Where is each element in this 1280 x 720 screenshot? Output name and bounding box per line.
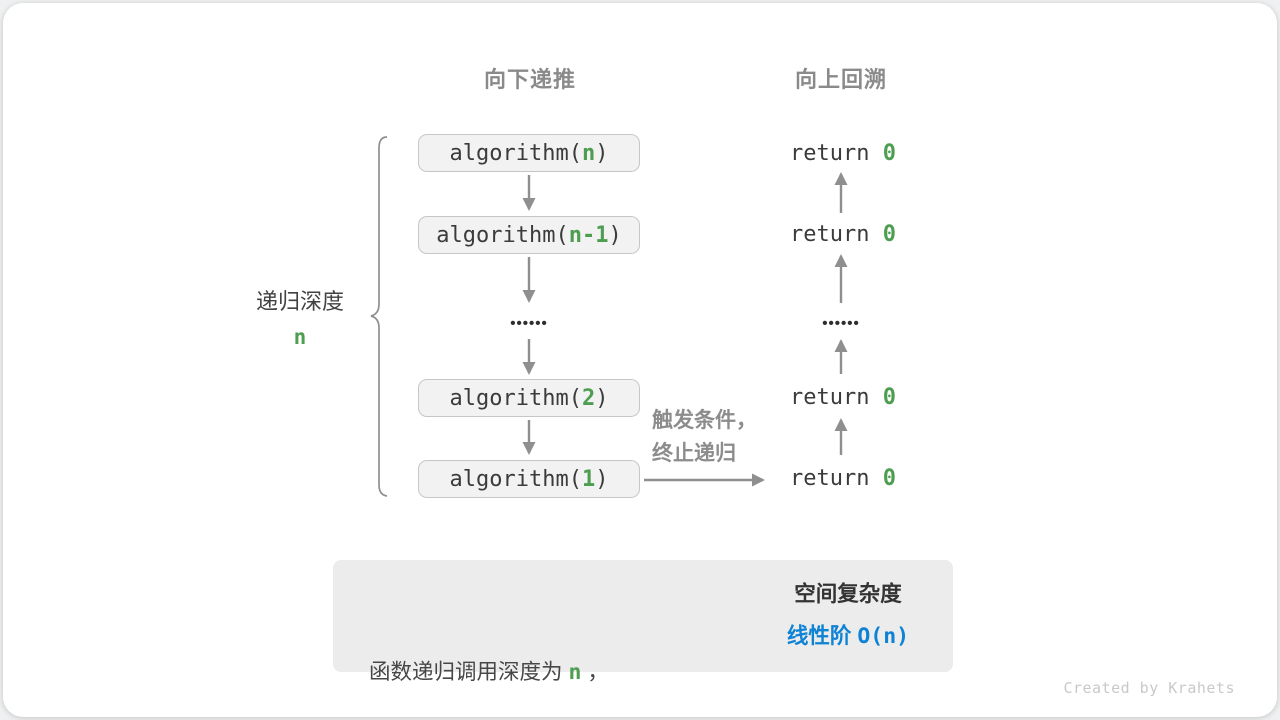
call-box-1: algorithm(1) xyxy=(418,460,640,498)
return-statement: return 0 xyxy=(790,383,896,411)
summary-text: 函数递归调用深度为 xyxy=(369,660,569,684)
return-value: 0 xyxy=(882,465,896,491)
summary-panel xyxy=(333,560,953,672)
summary-line1: 函数递归调用深度为 n ， xyxy=(369,653,609,692)
return-value: 0 xyxy=(882,384,896,410)
complexity-value: 线性阶 O(n) xyxy=(743,619,953,650)
return-keyword: return xyxy=(790,140,883,166)
call-box-n: algorithm(n) xyxy=(418,134,640,172)
backtrack-ellipsis: •••••• xyxy=(822,314,860,332)
base-case-line2: 终止递归 xyxy=(652,442,736,465)
call-arg: 2 xyxy=(581,385,596,411)
return-statement: return 0 xyxy=(790,464,896,492)
summary-result: 空间复杂度 线性阶 O(n) xyxy=(743,577,953,650)
call-close: ) xyxy=(595,140,609,166)
base-case-label: 触发条件， 终止递归 xyxy=(652,404,757,470)
call-close: ) xyxy=(595,385,609,411)
call-fn: algorithm( xyxy=(436,222,569,248)
return-keyword: return xyxy=(790,384,883,410)
return-value: 0 xyxy=(882,140,896,166)
recursion-ellipsis: •••••• xyxy=(510,314,548,332)
heading-recurse-down: 向下递推 xyxy=(483,67,576,92)
call-fn: algorithm( xyxy=(449,466,582,492)
return-statement: return 0 xyxy=(790,139,896,167)
call-close: ) xyxy=(608,222,622,248)
depth-label-group: 递归深度 n xyxy=(220,284,380,349)
call-fn: algorithm( xyxy=(449,140,582,166)
heading-backtrack-up: 向上回溯 xyxy=(794,67,887,92)
complexity-order: 线性阶 xyxy=(786,624,858,648)
call-box-n-1: algorithm(n-1) xyxy=(418,216,640,254)
call-arg: n xyxy=(581,140,596,166)
return-statement: return 0 xyxy=(790,220,896,248)
depth-value: n xyxy=(293,325,307,349)
complexity-title: 空间复杂度 xyxy=(794,582,902,606)
figure-canvas: 向下递推 向上回溯 algorithm(n) algorithm(n-1) ••… xyxy=(3,3,1277,717)
call-close: ) xyxy=(595,466,609,492)
watermark: Created by Krahets xyxy=(1063,679,1235,697)
summary-explanation: 函数递归调用深度为 n ， 共使用 O(n) 的栈帧空间 xyxy=(369,575,609,717)
summary-text: ， xyxy=(581,660,609,684)
call-arg: n-1 xyxy=(568,222,609,248)
complexity-big-o: O(n) xyxy=(857,624,910,649)
return-value: 0 xyxy=(882,221,896,247)
return-keyword: return xyxy=(790,465,883,491)
call-fn: algorithm( xyxy=(449,385,582,411)
return-keyword: return xyxy=(790,221,883,247)
call-arg: 1 xyxy=(581,466,596,492)
call-box-2: algorithm(2) xyxy=(418,379,640,417)
summary-n: n xyxy=(568,660,582,685)
depth-label: 递归深度 xyxy=(255,289,344,314)
base-case-line1: 触发条件， xyxy=(652,409,757,432)
